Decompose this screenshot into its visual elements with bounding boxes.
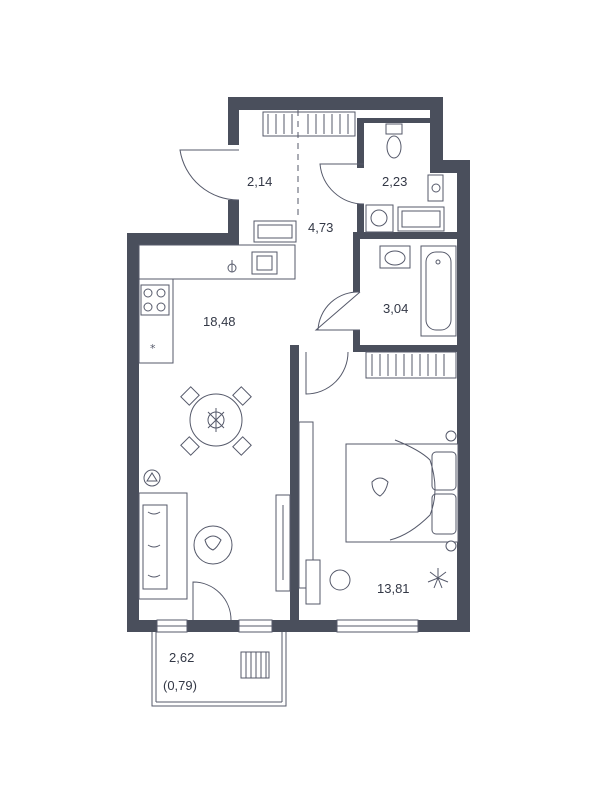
coffee-table-icon [193, 525, 233, 565]
bed-icon [345, 439, 459, 543]
bathtub-icon [420, 245, 457, 337]
faucet-icon [227, 260, 237, 273]
balcony-area: 2,62 (0,79) [151, 632, 287, 707]
sink-icon [427, 174, 444, 202]
washing-machine-icon [365, 204, 394, 233]
desk-icon [305, 559, 351, 605]
bedside-lamp-icon [445, 430, 457, 552]
lamp-icon [143, 469, 161, 487]
wardrobe-icon [262, 111, 356, 137]
entrance-door [179, 149, 240, 201]
bedroom-area-label: 13,81 [377, 581, 410, 596]
wc-area: 2,23 [319, 123, 445, 233]
bathroom-door [314, 291, 361, 331]
dining-table-icon [180, 386, 252, 456]
bathroom-sink-icon [379, 245, 411, 269]
cabinet-icon [253, 220, 297, 243]
hall-area: 2,14 4,73 [179, 110, 356, 243]
fridge-icon: * [150, 342, 156, 355]
bedroom-door [305, 351, 349, 395]
tv-unit-icon [275, 494, 291, 592]
wc-area-label: 2,23 [382, 174, 407, 189]
sofa-icon [138, 492, 188, 600]
toilet-icon [385, 123, 403, 159]
plant-icon [427, 568, 449, 589]
stove-icon [140, 284, 170, 316]
bathroom-area-label: 3,04 [383, 301, 408, 316]
balcony-door [192, 581, 232, 621]
kitchen-living-area-label: 18,48 [203, 314, 236, 329]
kitchen-sink-icon [251, 251, 278, 275]
hall-area-label: 2,14 [247, 174, 272, 189]
drying-rack-icon [240, 651, 270, 679]
bathroom-area: 3,04 [314, 245, 457, 337]
kitchen-living-area: * [138, 244, 296, 621]
walls [127, 97, 470, 632]
bedroom-wardrobe-icon [365, 351, 457, 379]
corridor-area-label: 4,73 [308, 220, 333, 235]
bedroom-area: 13,81 [298, 351, 459, 605]
balcony-reduced-area-label: (0,79) [163, 678, 197, 693]
windows [156, 619, 419, 633]
wc-door [319, 163, 365, 205]
balcony-area-label: 2,62 [169, 650, 194, 665]
